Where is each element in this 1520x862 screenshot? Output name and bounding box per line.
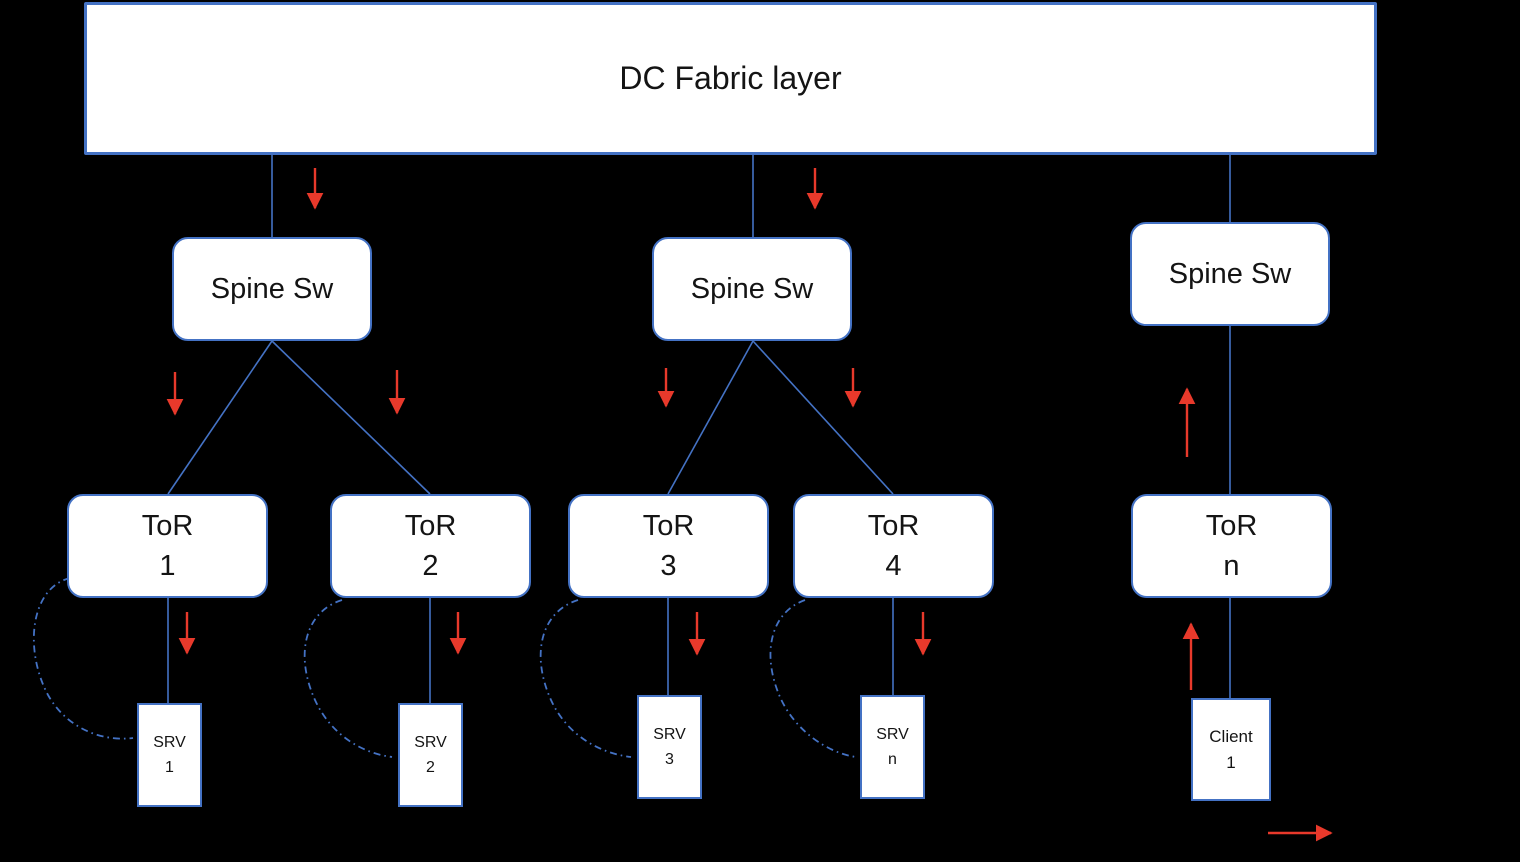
arc-tor4-srvn — [769, 599, 857, 758]
node-srv-n: SRV n — [860, 695, 925, 799]
srv-3-label: SRV — [653, 726, 686, 743]
client-1-number: 1 — [1226, 752, 1236, 772]
tor-2-number: 2 — [422, 550, 439, 582]
node-srv-2: SRV 2 — [398, 703, 463, 807]
tor-3-number: 3 — [660, 550, 677, 582]
spine-sw-2-label: Spine Sw — [690, 272, 814, 305]
node-spine-sw-1: Spine Sw — [172, 237, 372, 341]
tor-4-number: 4 — [885, 550, 902, 582]
tor-2-label: ToR — [404, 510, 457, 542]
spine-sw-n-label: Spine Sw — [1168, 257, 1292, 290]
link-spine2-tor4 — [752, 340, 894, 495]
tor-1-label: ToR — [141, 510, 194, 542]
node-tor-1: ToR 1 — [67, 494, 268, 598]
tor-3-label: ToR — [642, 510, 695, 542]
srv-2-number: 2 — [426, 759, 435, 776]
client-1-label: Client — [1209, 726, 1253, 746]
link-spine1-tor2 — [271, 340, 431, 495]
tor-1-number: 1 — [159, 550, 176, 582]
node-tor-4: ToR 4 — [793, 494, 994, 598]
node-dc-fabric-layer: DC Fabric layer — [84, 2, 1377, 155]
arc-tor3-srv3 — [539, 599, 632, 758]
node-tor-2: ToR 2 — [330, 494, 531, 598]
blue-link-lines — [167, 155, 1231, 703]
node-spine-sw-n: Spine Sw — [1130, 222, 1330, 326]
spine-sw-1-label: Spine Sw — [210, 272, 334, 305]
loopback-arcs — [32, 577, 857, 758]
srv-2-label: SRV — [414, 734, 447, 751]
srv-1-label: SRV — [153, 734, 186, 751]
node-client-1: Client 1 — [1191, 698, 1271, 801]
node-tor-n: ToR n — [1131, 494, 1332, 598]
tor-n-label: ToR — [1205, 510, 1258, 542]
srv-1-number: 1 — [165, 759, 174, 776]
tor-n-number: n — [1223, 550, 1240, 582]
srv-n-number: n — [888, 751, 897, 768]
node-srv-1: SRV 1 — [137, 703, 202, 807]
node-tor-3: ToR 3 — [568, 494, 769, 598]
srv-n-label: SRV — [876, 726, 909, 743]
tor-4-label: ToR — [867, 510, 920, 542]
dc-fabric-label: DC Fabric layer — [619, 60, 842, 96]
red-flow-arrows — [166, 168, 1333, 842]
node-spine-sw-2: Spine Sw — [652, 237, 852, 341]
arc-tor1-srv1 — [32, 577, 134, 740]
node-srv-3: SRV 3 — [637, 695, 702, 799]
link-spine1-tor1 — [167, 340, 273, 495]
link-spine2-tor3 — [667, 340, 754, 495]
srv-3-number: 3 — [665, 751, 674, 768]
arc-tor2-srv2 — [303, 599, 393, 758]
